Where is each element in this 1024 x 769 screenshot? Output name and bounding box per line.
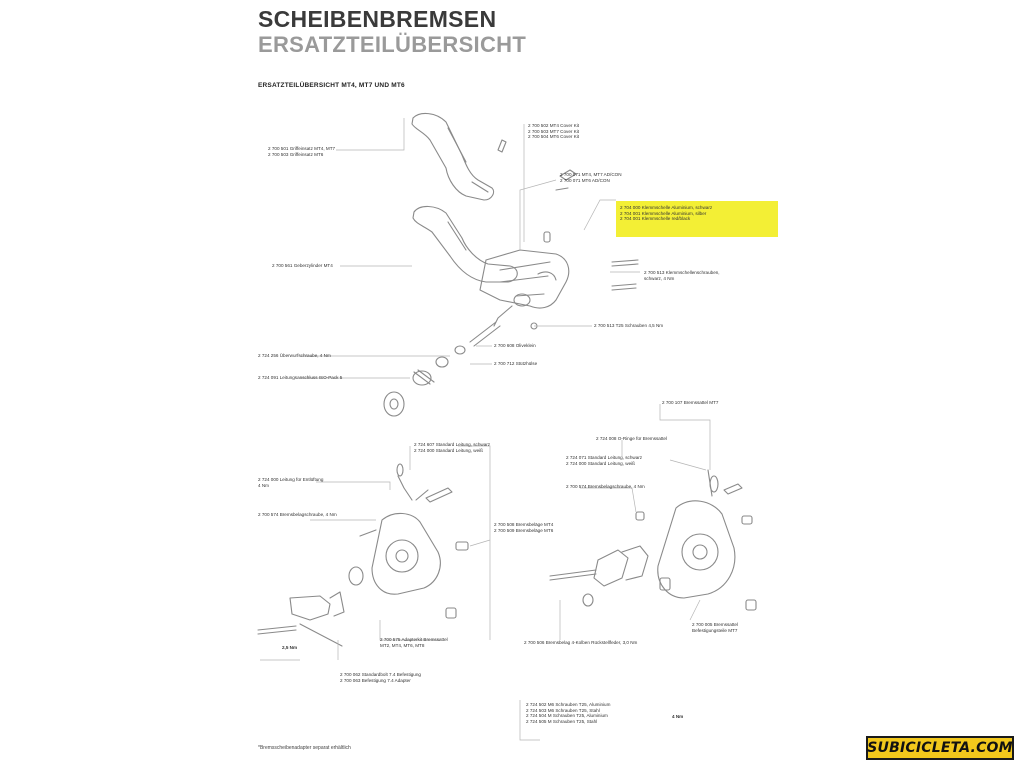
footnote: *Bremsscheibenadapter separat erhältlich — [258, 745, 351, 751]
part-label: 2 704 001 Klemmschelle Aluminium, silber — [620, 210, 707, 216]
part-label-caliper-plug-right: 2 724 008 O-Ringe für Bremssattel — [596, 436, 667, 441]
leader-lines — [260, 118, 711, 741]
part-label-lever-blade: 2 700 501 Griffeinsatz MT4, MT7 2 700 50… — [268, 146, 336, 157]
part-label: 2 704 001 Klemmschelle red/black — [620, 216, 691, 222]
part-label-lever-body: 2 700 561 Geberzylinder MT4 — [272, 263, 333, 268]
lever-blade-upper — [411, 113, 495, 201]
clamp-screws — [611, 259, 639, 291]
part-label-caliper-pads-left: 2 700 508 Bremsbeläge MT4 2 700 509 Brem… — [494, 522, 554, 533]
part-label-olive: 2 724 091 Leitungsanschluss ISO-Pack 5 — [258, 375, 343, 380]
part-label-insert: 2 700 712 Stützhülse — [494, 361, 538, 366]
part-label-adjust: 2 700 071 MT4, MT7 AD/CON 2 700 071 MT6 … — [560, 172, 622, 183]
torque-label-left: 2,5 Nm — [282, 645, 298, 650]
torque-label-bottom: 4 Nm — [672, 714, 684, 719]
part-label-torx: 2 700 513 T25 Schrauben 4,5 Nm — [594, 323, 664, 328]
part-label-caliper-hose-left: 2 724 607 Standard Leitung, schwarz 2 72… — [414, 442, 491, 453]
page-title: SCHEIBENBREMSEN — [258, 6, 497, 32]
part-label-caliper-hose-right: 2 724 071 Standard Leitung, schwarz 2 72… — [566, 455, 643, 466]
hose-connection — [383, 321, 538, 417]
part-label-caliper-pads-right: 2 700 506 Bremsbelag 4-Kolben Rückstellf… — [524, 640, 638, 645]
caliper-left — [257, 463, 469, 647]
part-label-covers: 2 700 502 MT4 Cover Kit 2 700 503 MT7 Co… — [528, 123, 580, 140]
part-label-clamp-screw: 2 700 513 Klemmschellenschrauben, schwar… — [644, 270, 720, 281]
part-list-bottom: 2 724 502 M6 Schrauben T25, Aluminium 2 … — [526, 702, 611, 725]
page-subtitle: ERSATZTEILÜBERSICHT — [258, 32, 527, 57]
part-label-caliper-bleed-left: 2 724 000 Leitung für Entlüftung 4 Nm — [258, 477, 324, 488]
caliper-right — [549, 469, 757, 611]
lever-blade-lower — [412, 205, 518, 283]
part-label-caliper-adapter-left: 2 700 575 Adapterkit Bremssattel MT2, MT… — [380, 637, 448, 648]
highlighted-parts-box: 2 704 000 Klemmschelle Aluminium, schwar… — [616, 201, 778, 237]
watermark-badge: SUBICICLETA.COM — [866, 736, 1014, 760]
part-label-caliper-pad-screw-left: 2 700 574 Bremsbelagschraube, 4 Nm — [258, 512, 337, 517]
section-title: ERSATZTEILÜBERSICHT MT4, MT7 UND MT6 — [258, 82, 405, 89]
part-label-olive-small: 2 700 608 Oliveklein — [494, 343, 536, 348]
master-cylinder-body — [479, 139, 577, 327]
part-label-caliper-screw-right: 2 700 574 Bremsbelagschraube, 4 Nm — [566, 484, 645, 489]
part-label-caliper-top-right: 2 700 107 Bremssattel MT7 — [662, 400, 719, 405]
part-label-sleeve-screw: 2 724 256 Überwurfschraube, 4 Nm — [258, 353, 331, 358]
part-label: 2 704 000 Klemmschelle Aluminium, schwar… — [620, 205, 713, 210]
part-label-caliper-bolts-left: 2 700 062 Standardbolt 7.4 Befestigung 2… — [340, 672, 421, 683]
part-label-caliper-adapter-right: 2 700 005 Bremssattel Befestigungsteile … — [692, 622, 738, 633]
